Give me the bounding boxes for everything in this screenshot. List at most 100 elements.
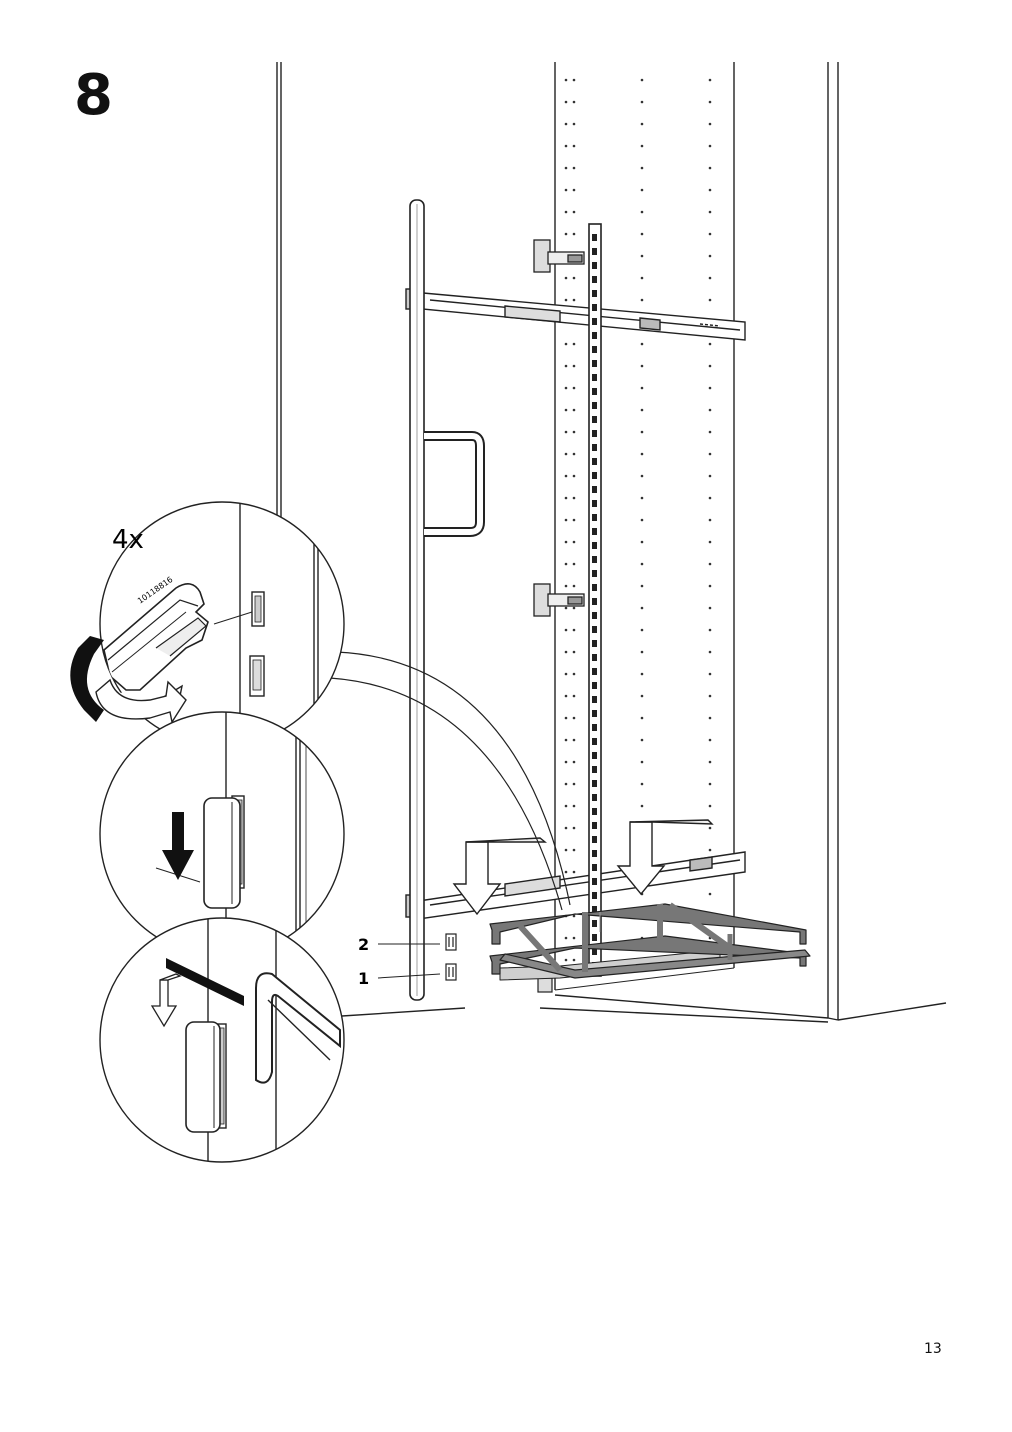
post-slot	[592, 570, 597, 577]
shelf-hole	[708, 518, 712, 522]
post-slot	[592, 766, 597, 773]
shelf-hole	[640, 760, 644, 764]
shelf-hole	[640, 584, 644, 588]
post-slot	[592, 668, 597, 675]
shelf-hole	[564, 716, 568, 720]
shelf-hole	[640, 518, 644, 522]
post-slot	[592, 346, 597, 353]
shelf-hole	[564, 122, 568, 126]
shelf-hole	[572, 166, 576, 170]
hinge-top	[533, 239, 585, 273]
shelf-hole	[708, 584, 712, 588]
shelf-hole	[564, 782, 568, 786]
shelf-hole	[572, 760, 576, 764]
post-slot	[592, 850, 597, 857]
shelf-hole	[564, 408, 568, 412]
post-slot	[592, 304, 597, 311]
post-slot	[592, 724, 597, 731]
shelf-hole	[572, 386, 576, 390]
shelf-hole	[572, 430, 576, 434]
shelf-hole	[708, 430, 712, 434]
post-slot	[592, 906, 597, 913]
cabinet	[276, 62, 947, 1023]
shelf-hole	[708, 166, 712, 170]
shelf-hole	[708, 210, 712, 214]
shelf-hole	[572, 188, 576, 192]
shelf-hole	[572, 210, 576, 214]
shelf-hole	[708, 650, 712, 654]
shelf-hole	[564, 562, 568, 566]
shelf-hole	[640, 738, 644, 742]
post-slot	[592, 556, 597, 563]
post-slot	[592, 640, 597, 647]
shelf-hole	[640, 474, 644, 478]
post-slot	[592, 374, 597, 381]
shelf-hole	[640, 232, 644, 236]
shelf-hole	[708, 452, 712, 456]
shelf-hole	[572, 782, 576, 786]
shelf-hole	[564, 958, 568, 962]
shelf-hole	[564, 848, 568, 852]
shelf-hole	[564, 628, 568, 632]
shelf-hole	[708, 364, 712, 368]
post-slot	[592, 934, 597, 941]
shelf-hole	[564, 518, 568, 522]
detail-circle-press	[99, 711, 345, 957]
shelf-hole	[564, 210, 568, 214]
shelf-hole	[564, 496, 568, 500]
shelf-hole	[708, 100, 712, 104]
shelf-hole	[640, 672, 644, 676]
shelf-hole	[708, 276, 712, 280]
post-slot	[592, 416, 597, 423]
detail-connector	[329, 651, 571, 911]
post-slot	[592, 836, 597, 843]
shelf-hole	[708, 540, 712, 544]
shelf-hole	[640, 122, 644, 126]
slotted-post	[588, 223, 602, 977]
shelf-hole	[708, 694, 712, 698]
post-slot	[592, 402, 597, 409]
shelf-hole	[640, 166, 644, 170]
shelf-hole	[564, 870, 568, 874]
shelf-hole	[640, 628, 644, 632]
post-slot	[592, 234, 597, 241]
shelf-hole	[572, 540, 576, 544]
post-slot	[592, 318, 597, 325]
shelf-hole	[572, 122, 576, 126]
post-slot	[592, 276, 597, 283]
post-slot	[592, 472, 597, 479]
shelf-hole	[564, 606, 568, 610]
shelf-hole	[708, 298, 712, 302]
post-slot	[592, 864, 597, 871]
post-slot	[592, 262, 597, 269]
post-slot	[592, 892, 597, 899]
shelf-hole	[564, 78, 568, 82]
insert-arrow-icon	[452, 837, 547, 916]
post-slot	[592, 388, 597, 395]
shelf-hole	[708, 738, 712, 742]
shelf-hole	[640, 342, 644, 346]
shelf-hole	[564, 650, 568, 654]
insert-arrow-icon	[616, 819, 714, 896]
shelf-hole	[640, 452, 644, 456]
post-slot	[592, 486, 597, 493]
post-slot	[592, 612, 597, 619]
shelf-hole	[640, 430, 644, 434]
shelf-hole	[708, 408, 712, 412]
shelf-hole	[564, 342, 568, 346]
shelf-hole	[564, 232, 568, 236]
post-slot	[592, 710, 597, 717]
rotation-arrow-icon	[70, 636, 187, 724]
shelf-hole	[708, 826, 712, 830]
shelf-hole	[640, 540, 644, 544]
post-slot	[592, 290, 597, 297]
hinge-floor	[537, 977, 553, 993]
post-slot	[592, 920, 597, 927]
shelf-hole	[708, 78, 712, 82]
shelf-hole	[572, 848, 576, 852]
shelf-hole	[572, 342, 576, 346]
post-slot	[592, 598, 597, 605]
callout-label-1: 1	[358, 969, 369, 988]
shelf-hole	[640, 188, 644, 192]
